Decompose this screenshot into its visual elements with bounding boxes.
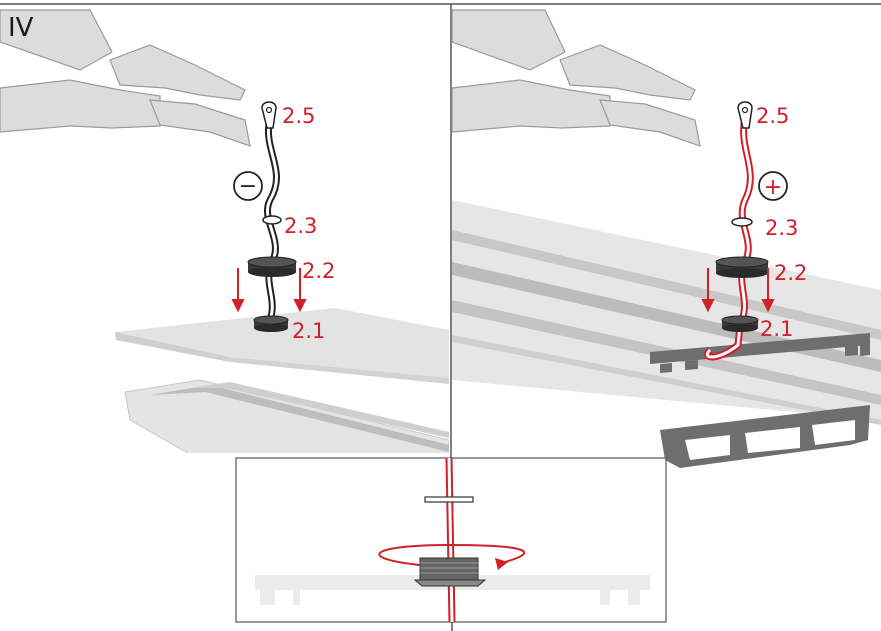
right-label-lug: 2.5 <box>756 104 789 128</box>
left-polarity-text: − <box>239 174 257 199</box>
right-panel: + 2.5 2.3 2.2 2.1 <box>452 9 881 468</box>
left-pliers <box>0 9 251 147</box>
right-down-arrows <box>701 268 775 313</box>
plus-symbol-icon <box>758 171 788 201</box>
left-washer <box>262 215 282 225</box>
left-nut-base <box>253 315 289 332</box>
left-panel: − 2.5 2.3 2.2 2.1 <box>0 9 449 453</box>
left-label-lug: 2.5 <box>282 104 315 128</box>
left-label-base-nut: 2.1 <box>292 319 325 343</box>
left-cable-lug <box>261 101 277 129</box>
inset-detail <box>235 457 667 631</box>
minus-symbol-icon <box>233 171 263 201</box>
right-pliers <box>452 9 701 147</box>
right-profile <box>452 200 881 468</box>
left-down-arrows <box>231 268 307 313</box>
right-cable-lug <box>737 101 753 129</box>
left-plate <box>115 308 449 384</box>
right-label-base-nut: 2.1 <box>760 317 793 341</box>
right-label-washer: 2.3 <box>765 216 798 240</box>
left-label-nut: 2.2 <box>302 259 335 283</box>
inset-nut <box>413 557 487 587</box>
step-label: IV <box>8 13 34 43</box>
left-profile-lower <box>124 379 449 453</box>
left-nut-upper <box>247 256 297 277</box>
right-nut-upper <box>715 256 769 278</box>
right-washer <box>731 217 753 227</box>
right-polarity-text: + <box>764 175 782 200</box>
rotate-arrow-icon <box>378 543 526 566</box>
right-nut-base <box>721 315 759 332</box>
right-label-nut: 2.2 <box>774 261 807 285</box>
left-label-washer: 2.3 <box>284 214 317 238</box>
inset-washer <box>424 496 474 503</box>
